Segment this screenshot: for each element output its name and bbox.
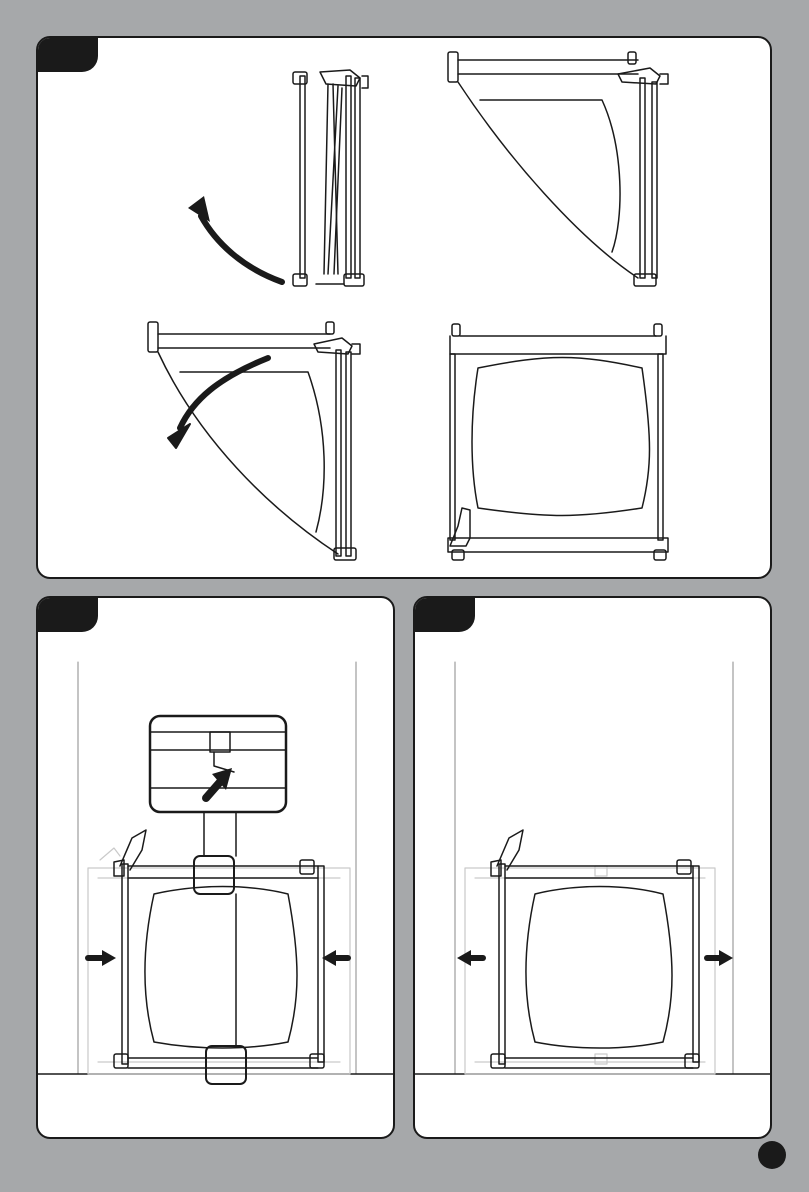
- press-in-illustration: [38, 598, 395, 1139]
- press-in-panel: [36, 596, 395, 1139]
- curved-arrow-icon: [180, 358, 268, 428]
- straight-arrow-icon: [707, 950, 733, 966]
- ghost-gate-outline: [465, 866, 715, 1074]
- curved-arrow-icon: [201, 216, 282, 282]
- gate-drawing: [114, 830, 324, 1068]
- push-out-panel: [413, 596, 772, 1139]
- gate-drawing: [491, 830, 699, 1068]
- unfolded-gate-drawing: [448, 324, 668, 560]
- page-number-badge: [758, 1141, 786, 1169]
- straight-arrow-icon: [457, 950, 483, 966]
- straight-arrow-icon: [206, 782, 220, 798]
- opening-gate-drawing: [448, 52, 668, 286]
- folded-gate-drawing: [293, 70, 368, 286]
- push-out-illustration: [415, 598, 772, 1139]
- fold-out-illustration: [38, 38, 772, 579]
- fold-out-panel: [36, 36, 772, 579]
- zoom-detail-icon: [150, 716, 286, 812]
- straight-arrow-icon: [88, 950, 116, 966]
- straight-arrow-icon: [322, 950, 348, 966]
